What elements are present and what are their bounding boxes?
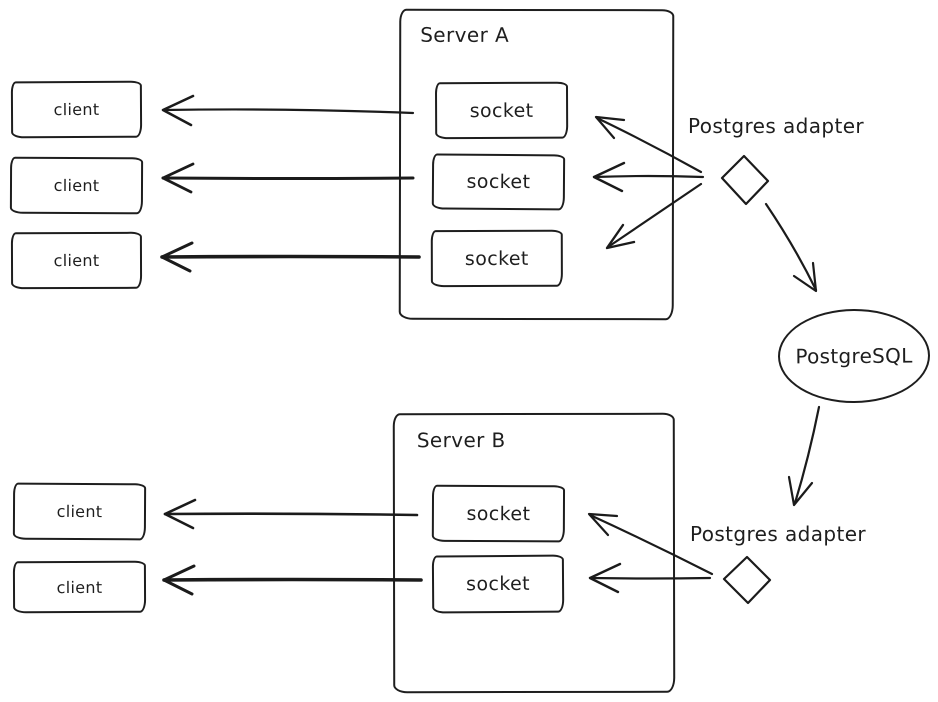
- socket-label: socket: [466, 170, 531, 194]
- postgresql-ellipse: PostgreSQL: [777, 308, 931, 404]
- postgres-adapter-diamond: [722, 555, 772, 605]
- client-box: client: [12, 560, 147, 614]
- postgres-adapter-label: Postgres adapter: [687, 114, 865, 138]
- arrow-socket-to-client: [162, 564, 423, 596]
- client-box: client: [9, 156, 144, 215]
- socket-label: socket: [466, 572, 531, 596]
- socket-box: socket: [431, 484, 566, 543]
- postgresql-label: PostgreSQL: [795, 343, 913, 369]
- server-b-box: Server B socket socket: [392, 412, 676, 694]
- postgres-adapter-label: Postgres adapter: [689, 522, 867, 546]
- client-label: client: [53, 250, 100, 271]
- arrow-socket-to-client: [161, 162, 415, 194]
- server-a-title: Server A: [420, 22, 510, 47]
- postgres-adapter-diamond: [720, 154, 770, 206]
- client-label: client: [56, 501, 103, 522]
- socket-box: socket: [430, 229, 563, 288]
- client-label: client: [56, 577, 103, 597]
- socket-label: socket: [464, 247, 529, 270]
- arrow-socket-to-client: [161, 94, 415, 127]
- arrow-socket-to-client: [160, 241, 421, 273]
- socket-label: socket: [466, 502, 531, 525]
- client-box: client: [10, 231, 143, 290]
- server-a-box: Server A socket socket socket: [398, 8, 675, 321]
- socket-box: socket: [431, 153, 566, 211]
- client-label: client: [53, 175, 100, 196]
- socket-box: socket: [431, 554, 565, 614]
- socket-label: socket: [469, 99, 534, 122]
- server-b-title: Server B: [416, 428, 506, 453]
- arrow-adapter-to-db: [764, 202, 818, 293]
- arrow-socket-to-client: [163, 498, 419, 530]
- arrow-db-to-adapter: [787, 405, 821, 507]
- client-box: client: [10, 80, 143, 139]
- client-label: client: [53, 99, 100, 120]
- socket-box: socket: [434, 81, 569, 140]
- client-box: client: [12, 482, 147, 541]
